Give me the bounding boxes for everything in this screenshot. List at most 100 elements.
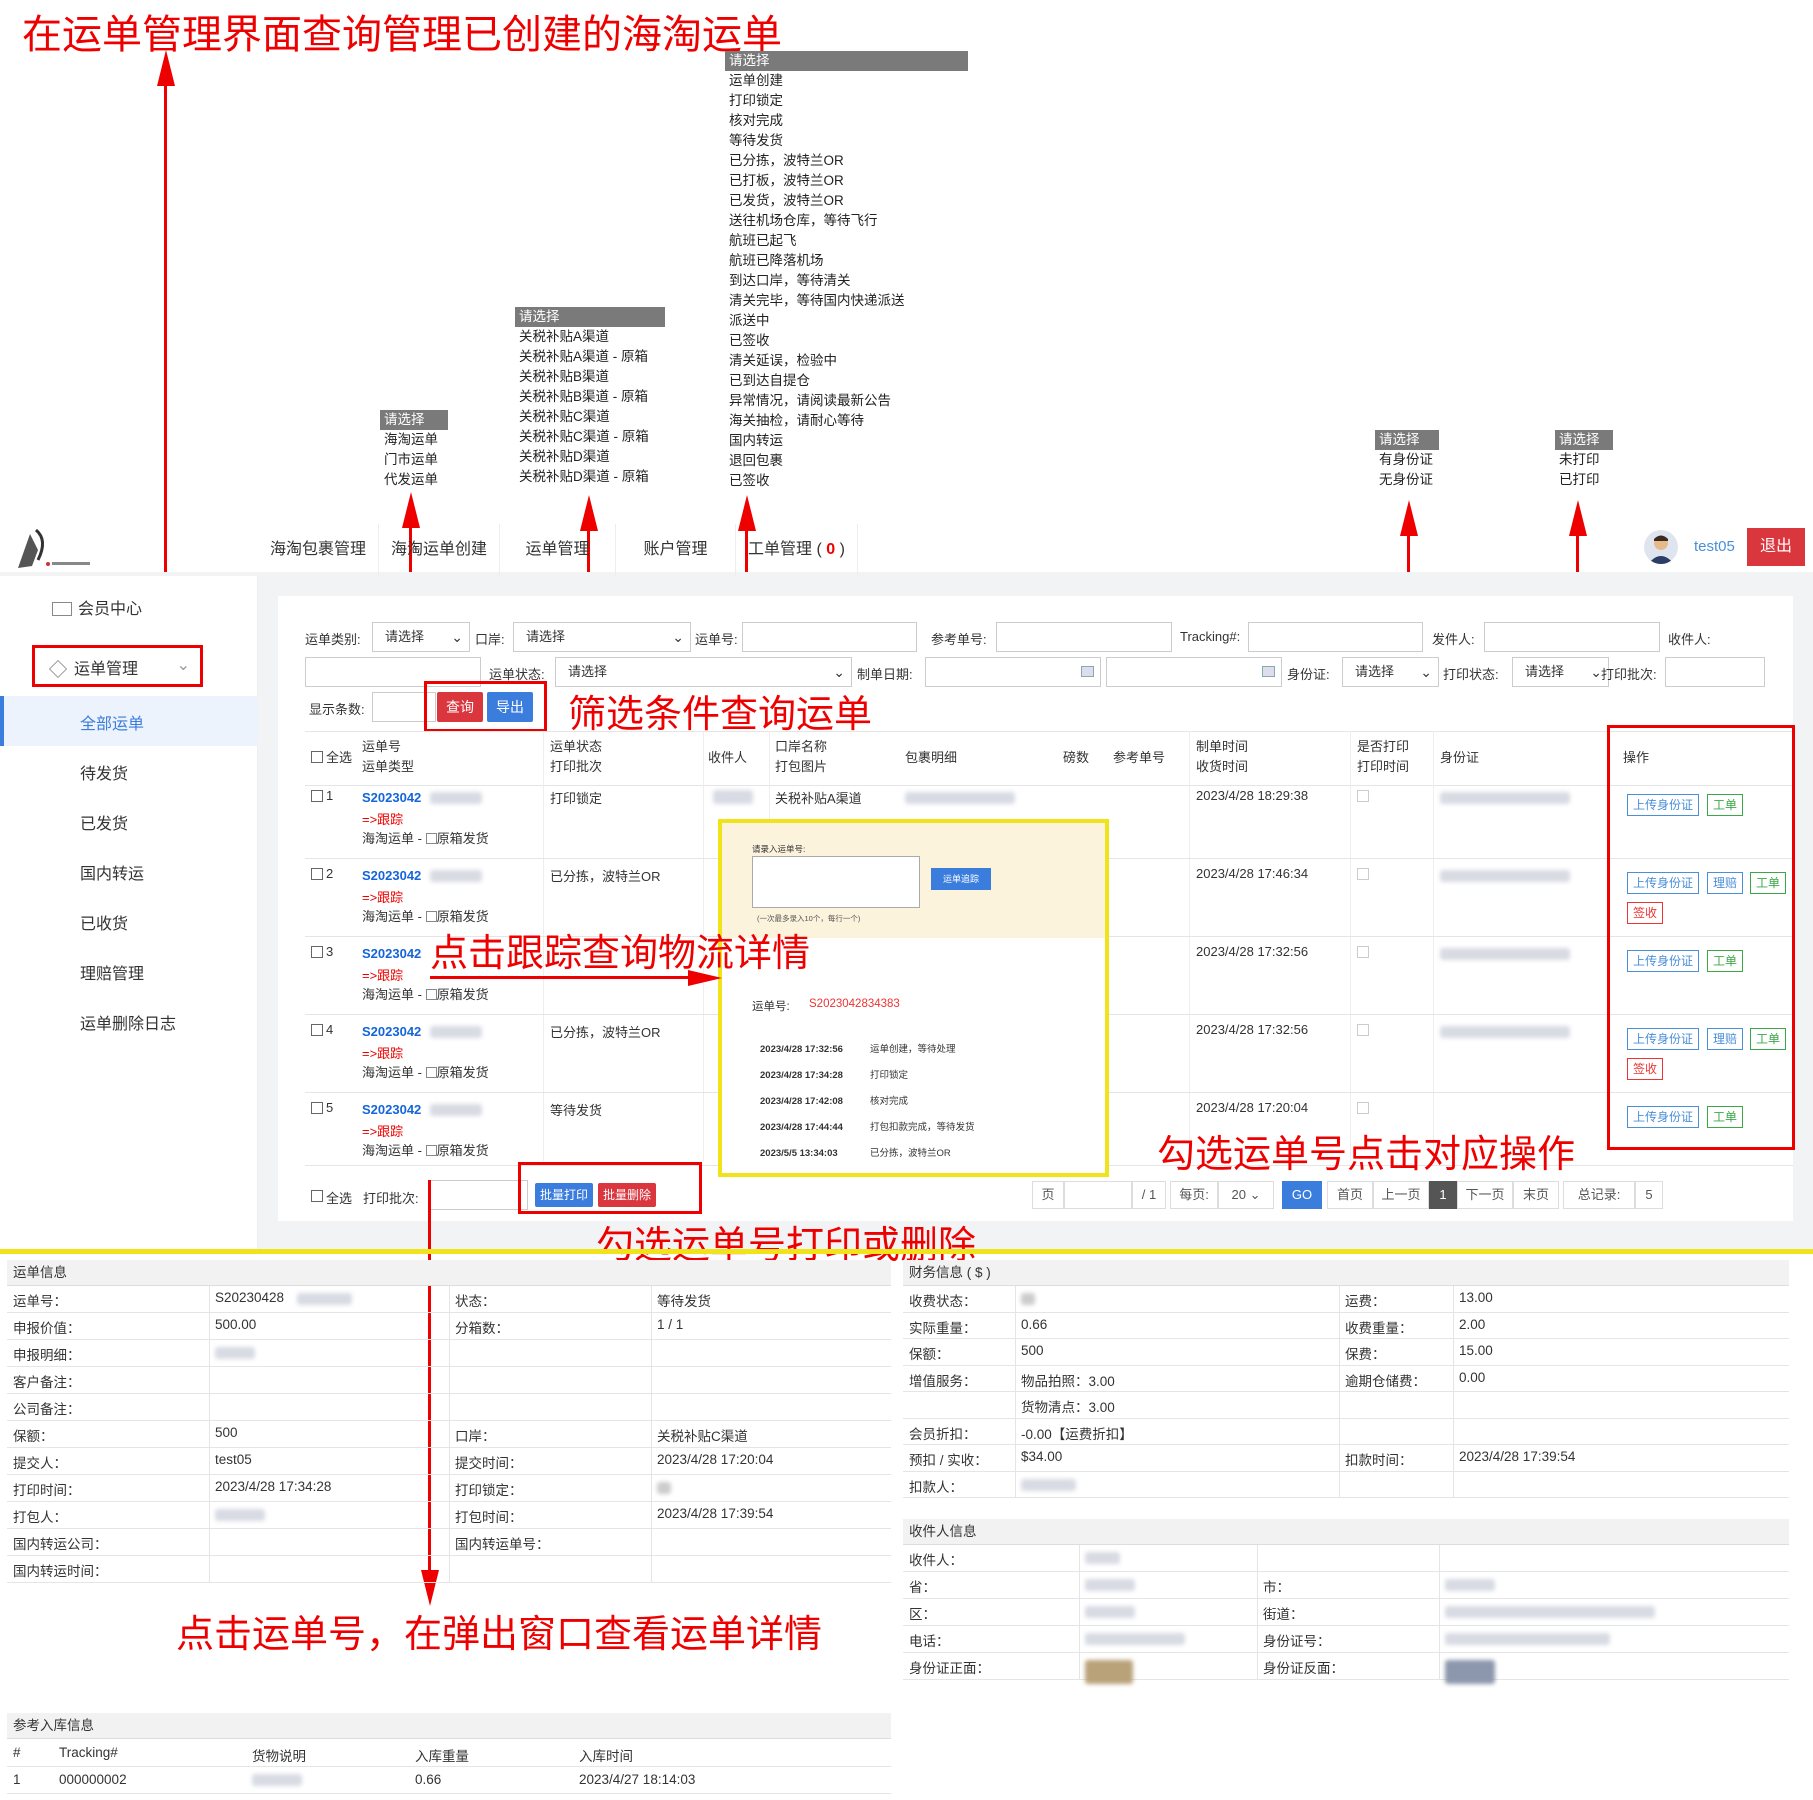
- dropdown-option[interactable]: 已签收: [729, 333, 770, 348]
- dropdown-option[interactable]: 关税补贴D渠道 - 原箱: [519, 469, 649, 484]
- pager-next-button[interactable]: 下一页: [1457, 1181, 1513, 1209]
- dropdown-option[interactable]: 已打板，波特兰OR: [729, 173, 844, 188]
- dropdown-header[interactable]: 请选择: [1555, 430, 1613, 450]
- pager-per-page-select[interactable]: 20 ⌄: [1218, 1181, 1274, 1209]
- sign-button[interactable]: 签收: [1627, 902, 1664, 924]
- dropdown-option[interactable]: 有身份证: [1379, 452, 1433, 467]
- id-select[interactable]: 请选择⌄: [1342, 657, 1439, 687]
- date-end-input[interactable]: [1106, 657, 1282, 687]
- upload-id-button[interactable]: 上传身份证: [1627, 950, 1700, 972]
- sidebar-item-delete-log[interactable]: 运单删除日志: [80, 1016, 177, 1033]
- dropdown-option[interactable]: 海关抽检，请耐心等待: [729, 413, 864, 428]
- dropdown-option[interactable]: 送往机场仓库，等待飞行: [729, 213, 878, 228]
- tracking-submit-button[interactable]: 运单追踪: [931, 868, 991, 890]
- dropdown-option[interactable]: 到达口岸，等待清关: [729, 273, 851, 288]
- calendar-icon[interactable]: [1081, 666, 1094, 677]
- dropdown-header[interactable]: 请选择: [725, 51, 968, 71]
- dropdown-option[interactable]: 关税补贴C渠道 - 原箱: [519, 429, 649, 444]
- dropdown-option[interactable]: 打印锁定: [729, 93, 783, 108]
- track-link[interactable]: =>跟踪: [362, 812, 404, 827]
- ticket-button[interactable]: 工单: [1707, 1106, 1744, 1128]
- dropdown-option[interactable]: 航班已降落机场: [729, 253, 824, 268]
- sidebar-item-pending[interactable]: 待发货: [80, 766, 129, 783]
- type-select[interactable]: 请选择⌄: [372, 622, 470, 652]
- pager-last-button[interactable]: 末页: [1513, 1181, 1559, 1209]
- claim-button[interactable]: 理赔: [1707, 1028, 1744, 1050]
- track-link[interactable]: =>跟踪: [362, 1046, 404, 1061]
- box-checkbox[interactable]: [425, 1145, 437, 1156]
- query-button[interactable]: 查询: [437, 692, 483, 722]
- box-checkbox[interactable]: [425, 989, 437, 1000]
- ticket-button[interactable]: 工单: [1707, 794, 1744, 816]
- ticket-button[interactable]: 工单: [1750, 1028, 1787, 1050]
- dropdown-option[interactable]: 异常情况，请阅读最新公告: [729, 393, 891, 408]
- dropdown-option[interactable]: 未打印: [1559, 452, 1600, 467]
- sidebar-item-claims[interactable]: 理赔管理: [80, 966, 145, 983]
- pager-go-button[interactable]: GO: [1282, 1181, 1322, 1209]
- username[interactable]: test05: [1694, 538, 1735, 555]
- status-select[interactable]: 请选择⌄: [555, 657, 852, 687]
- dropdown-option[interactable]: 门市运单: [384, 452, 438, 467]
- box-checkbox[interactable]: [425, 1067, 437, 1078]
- tracking-input[interactable]: [1248, 622, 1423, 652]
- dropdown-option[interactable]: 关税补贴B渠道: [519, 369, 610, 384]
- dropdown-header[interactable]: 请选择: [515, 307, 665, 327]
- sign-button[interactable]: 签收: [1627, 1058, 1664, 1080]
- dropdown-option[interactable]: 清关完毕，等待国内快递派送: [729, 293, 905, 308]
- dropdown-option[interactable]: 关税补贴A渠道: [519, 329, 610, 344]
- port-select[interactable]: 请选择⌄: [513, 622, 691, 652]
- pager-page-input[interactable]: [1064, 1181, 1132, 1209]
- pager-first-button[interactable]: 首页: [1327, 1181, 1373, 1209]
- dropdown-option[interactable]: 已签收: [729, 473, 770, 488]
- footer-batch-input[interactable]: [428, 1180, 528, 1210]
- dropdown-option[interactable]: 海淘运单: [384, 432, 438, 447]
- row-checkbox[interactable]: [311, 1024, 323, 1036]
- dropdown-option[interactable]: 国内转运: [729, 433, 783, 448]
- batch-delete-button[interactable]: 批量删除: [598, 1183, 656, 1207]
- tab-waybill-management[interactable]: 运单管理: [500, 524, 617, 576]
- upload-id-button[interactable]: 上传身份证: [1627, 1028, 1700, 1050]
- row-checkbox[interactable]: [311, 868, 323, 880]
- tab-account[interactable]: 账户管理: [616, 524, 737, 576]
- ticket-button[interactable]: 工单: [1707, 950, 1744, 972]
- dropdown-option[interactable]: 派送中: [729, 313, 770, 328]
- sidebar-member-center[interactable]: 会员中心: [52, 595, 142, 619]
- track-link[interactable]: =>跟踪: [362, 890, 404, 905]
- dropdown-option[interactable]: 已分拣，波特兰OR: [729, 153, 844, 168]
- claim-button[interactable]: 理赔: [1707, 872, 1744, 894]
- pager-prev-button[interactable]: 上一页: [1373, 1181, 1429, 1209]
- logout-button[interactable]: 退出: [1747, 528, 1805, 566]
- sidebar-waybill-management[interactable]: 运单管理⌄: [48, 655, 190, 679]
- dropdown-option[interactable]: 核对完成: [729, 113, 783, 128]
- upload-id-button[interactable]: 上传身份证: [1627, 794, 1700, 816]
- ticket-button[interactable]: 工单: [1750, 872, 1787, 894]
- print-status-select[interactable]: 请选择⌄: [1512, 657, 1609, 687]
- sidebar-item-transfer[interactable]: 国内转运: [80, 866, 145, 883]
- tab-haitao-waybill-create[interactable]: 海淘运单创建: [379, 524, 501, 576]
- sidebar-item-all[interactable]: 全部运单: [80, 716, 145, 733]
- sender-input[interactable]: [1484, 622, 1660, 652]
- tab-ticket[interactable]: 工单管理 ( 0 ): [736, 524, 858, 576]
- dropdown-option[interactable]: 退回包裹: [729, 453, 783, 468]
- dropdown-option[interactable]: 关税补贴B渠道 - 原箱: [519, 389, 649, 404]
- waybill-no-input[interactable]: [742, 622, 917, 652]
- sidebar-item-received[interactable]: 已收货: [80, 916, 129, 933]
- batch-print-button[interactable]: 批量打印: [535, 1183, 593, 1207]
- tab-haitao-package[interactable]: 海淘包裹管理: [258, 524, 380, 576]
- row-checkbox[interactable]: [311, 1102, 323, 1114]
- box-checkbox[interactable]: [425, 833, 437, 844]
- print-batch-input[interactable]: [1665, 657, 1765, 687]
- export-button[interactable]: 导出: [487, 692, 533, 722]
- box-checkbox[interactable]: [425, 911, 437, 922]
- receiver-input[interactable]: [305, 657, 481, 687]
- dropdown-option[interactable]: 清关延误，检验中: [729, 353, 837, 368]
- waybill-no-link[interactable]: S2023042: [362, 1102, 422, 1117]
- dropdown-option[interactable]: 已发货，波特兰OR: [729, 193, 844, 208]
- row-checkbox[interactable]: [311, 790, 323, 802]
- dropdown-option[interactable]: 运单创建: [729, 73, 783, 88]
- dropdown-option[interactable]: 关税补贴A渠道 - 原箱: [519, 349, 649, 364]
- waybill-no-link[interactable]: S2023042: [362, 790, 422, 805]
- waybill-no-link[interactable]: S2023042: [362, 1024, 422, 1039]
- dropdown-option[interactable]: 已到达自提仓: [729, 373, 810, 388]
- sidebar-item-shipped[interactable]: 已发货: [80, 816, 129, 833]
